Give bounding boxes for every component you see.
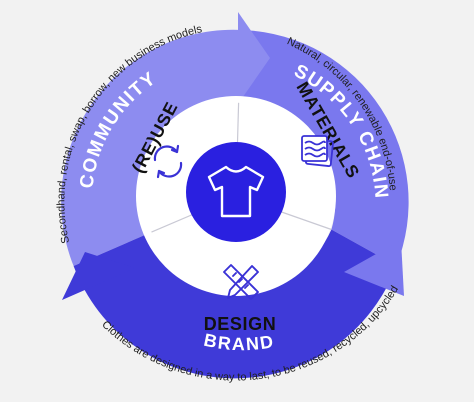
recycle-arrows-icon xyxy=(153,144,183,179)
center-circle xyxy=(186,142,286,242)
arrow-head-community xyxy=(238,12,270,104)
t-shirt-icon xyxy=(207,165,265,218)
arrow-head-brand xyxy=(62,252,135,300)
arrow-head-supply-chain xyxy=(344,240,404,296)
ruler-pencil-icon xyxy=(223,264,259,300)
fabric-swatch-icon xyxy=(301,135,334,167)
ring-segment-brand xyxy=(73,229,397,379)
segment-label-design: DESIGN xyxy=(204,314,277,334)
